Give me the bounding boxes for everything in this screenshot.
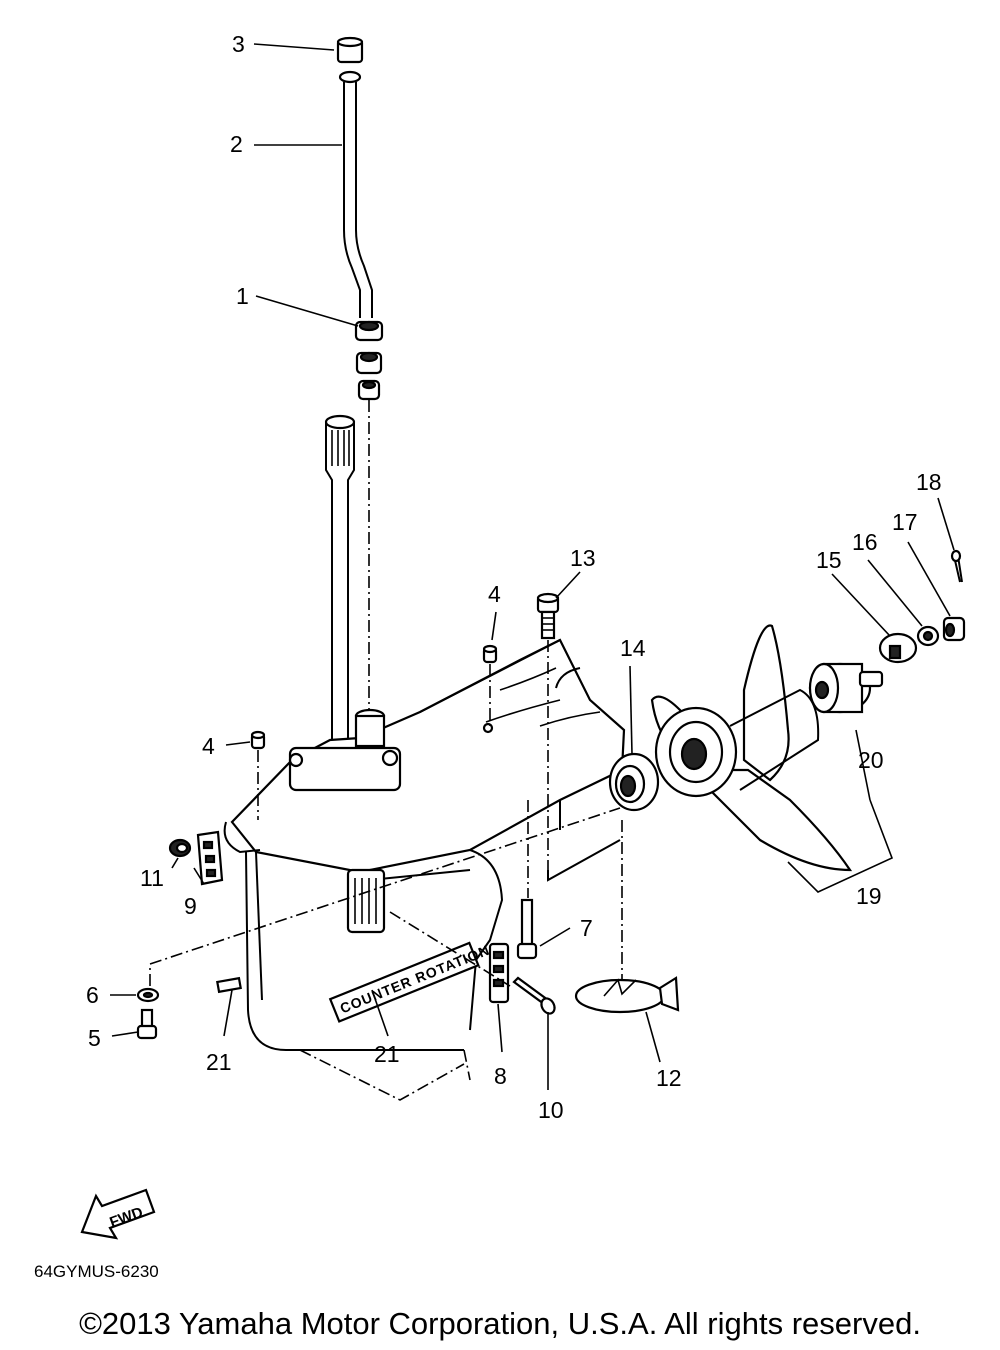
part-11-grommet: [168, 838, 192, 858]
part-12-trim-tab: [574, 976, 680, 1014]
part-17-nut: [942, 616, 966, 642]
callout-3: 3: [232, 31, 245, 57]
callout-18: 18: [916, 469, 942, 495]
callout-4: 4: [488, 581, 501, 607]
counter-rotation-decal: COUNTER ROTATION: [328, 941, 492, 1023]
callout-15: 15: [816, 547, 842, 573]
callout-19: 19: [856, 883, 882, 909]
part-16-washer: [916, 625, 940, 647]
callout-9: 9: [184, 893, 197, 919]
callout-20: 20: [858, 747, 884, 773]
part-5-bolt: [136, 1008, 158, 1040]
part-3-grommet: [336, 36, 364, 64]
copyright-notice: ©2013 Yamaha Motor Corporation, U.S.A. A…: [79, 1306, 921, 1341]
callout-17: 17: [892, 509, 918, 535]
part-8-anode: [488, 942, 510, 1004]
callout-14: 14: [620, 635, 646, 661]
callout-12: 12: [656, 1065, 682, 1091]
lower-casing: COUNTER ROTATION: [216, 638, 626, 1101]
part-4-dowel-pin-b: [250, 730, 266, 750]
part-2-water-tube: [338, 70, 373, 318]
callout-10: 10: [538, 1097, 564, 1123]
part-10-screw: [512, 976, 556, 1015]
callout-7: 7: [580, 915, 593, 941]
part-18-cotter-pin: [950, 549, 963, 583]
callout-11: 11: [140, 865, 164, 891]
drive-shaft: [324, 414, 356, 740]
callout-8: 8: [494, 1063, 507, 1089]
callout-1: 1: [236, 283, 249, 309]
callout-21: 21: [206, 1049, 232, 1075]
callout-21: 21: [374, 1041, 400, 1067]
leader-lines: [110, 43, 955, 1090]
part-7-bolt: [516, 898, 538, 960]
forward-direction-arrow: FWD: [80, 1188, 156, 1240]
callout-4: 4: [202, 733, 215, 759]
callout-numbers: 3 2 1 4 4 13 14 15 16 17 18 20 19 11 9 7…: [86, 31, 942, 1123]
diagram-code: 64GYMUS-6230: [34, 1262, 159, 1281]
callout-2: 2: [230, 131, 243, 157]
part-9-anode-bracket: [196, 830, 224, 886]
callout-16: 16: [852, 529, 878, 555]
part-14-oil-seal-housing: [608, 752, 660, 812]
part-19-propeller: [650, 624, 853, 872]
water-intake-grill: [346, 868, 386, 934]
callout-6: 6: [86, 982, 99, 1008]
part-20-thrust-spacer: [808, 662, 884, 714]
callout-5: 5: [88, 1025, 101, 1051]
part-13-bolt: [536, 592, 560, 640]
decal-text: COUNTER ROTATION: [338, 942, 492, 1017]
part-6-washer: [136, 987, 160, 1003]
part-15-spacer: [878, 632, 918, 664]
callout-13: 13: [570, 545, 596, 571]
part-1-grommet-set: [354, 320, 384, 401]
part-4-dowel-pin-a: [482, 644, 498, 664]
